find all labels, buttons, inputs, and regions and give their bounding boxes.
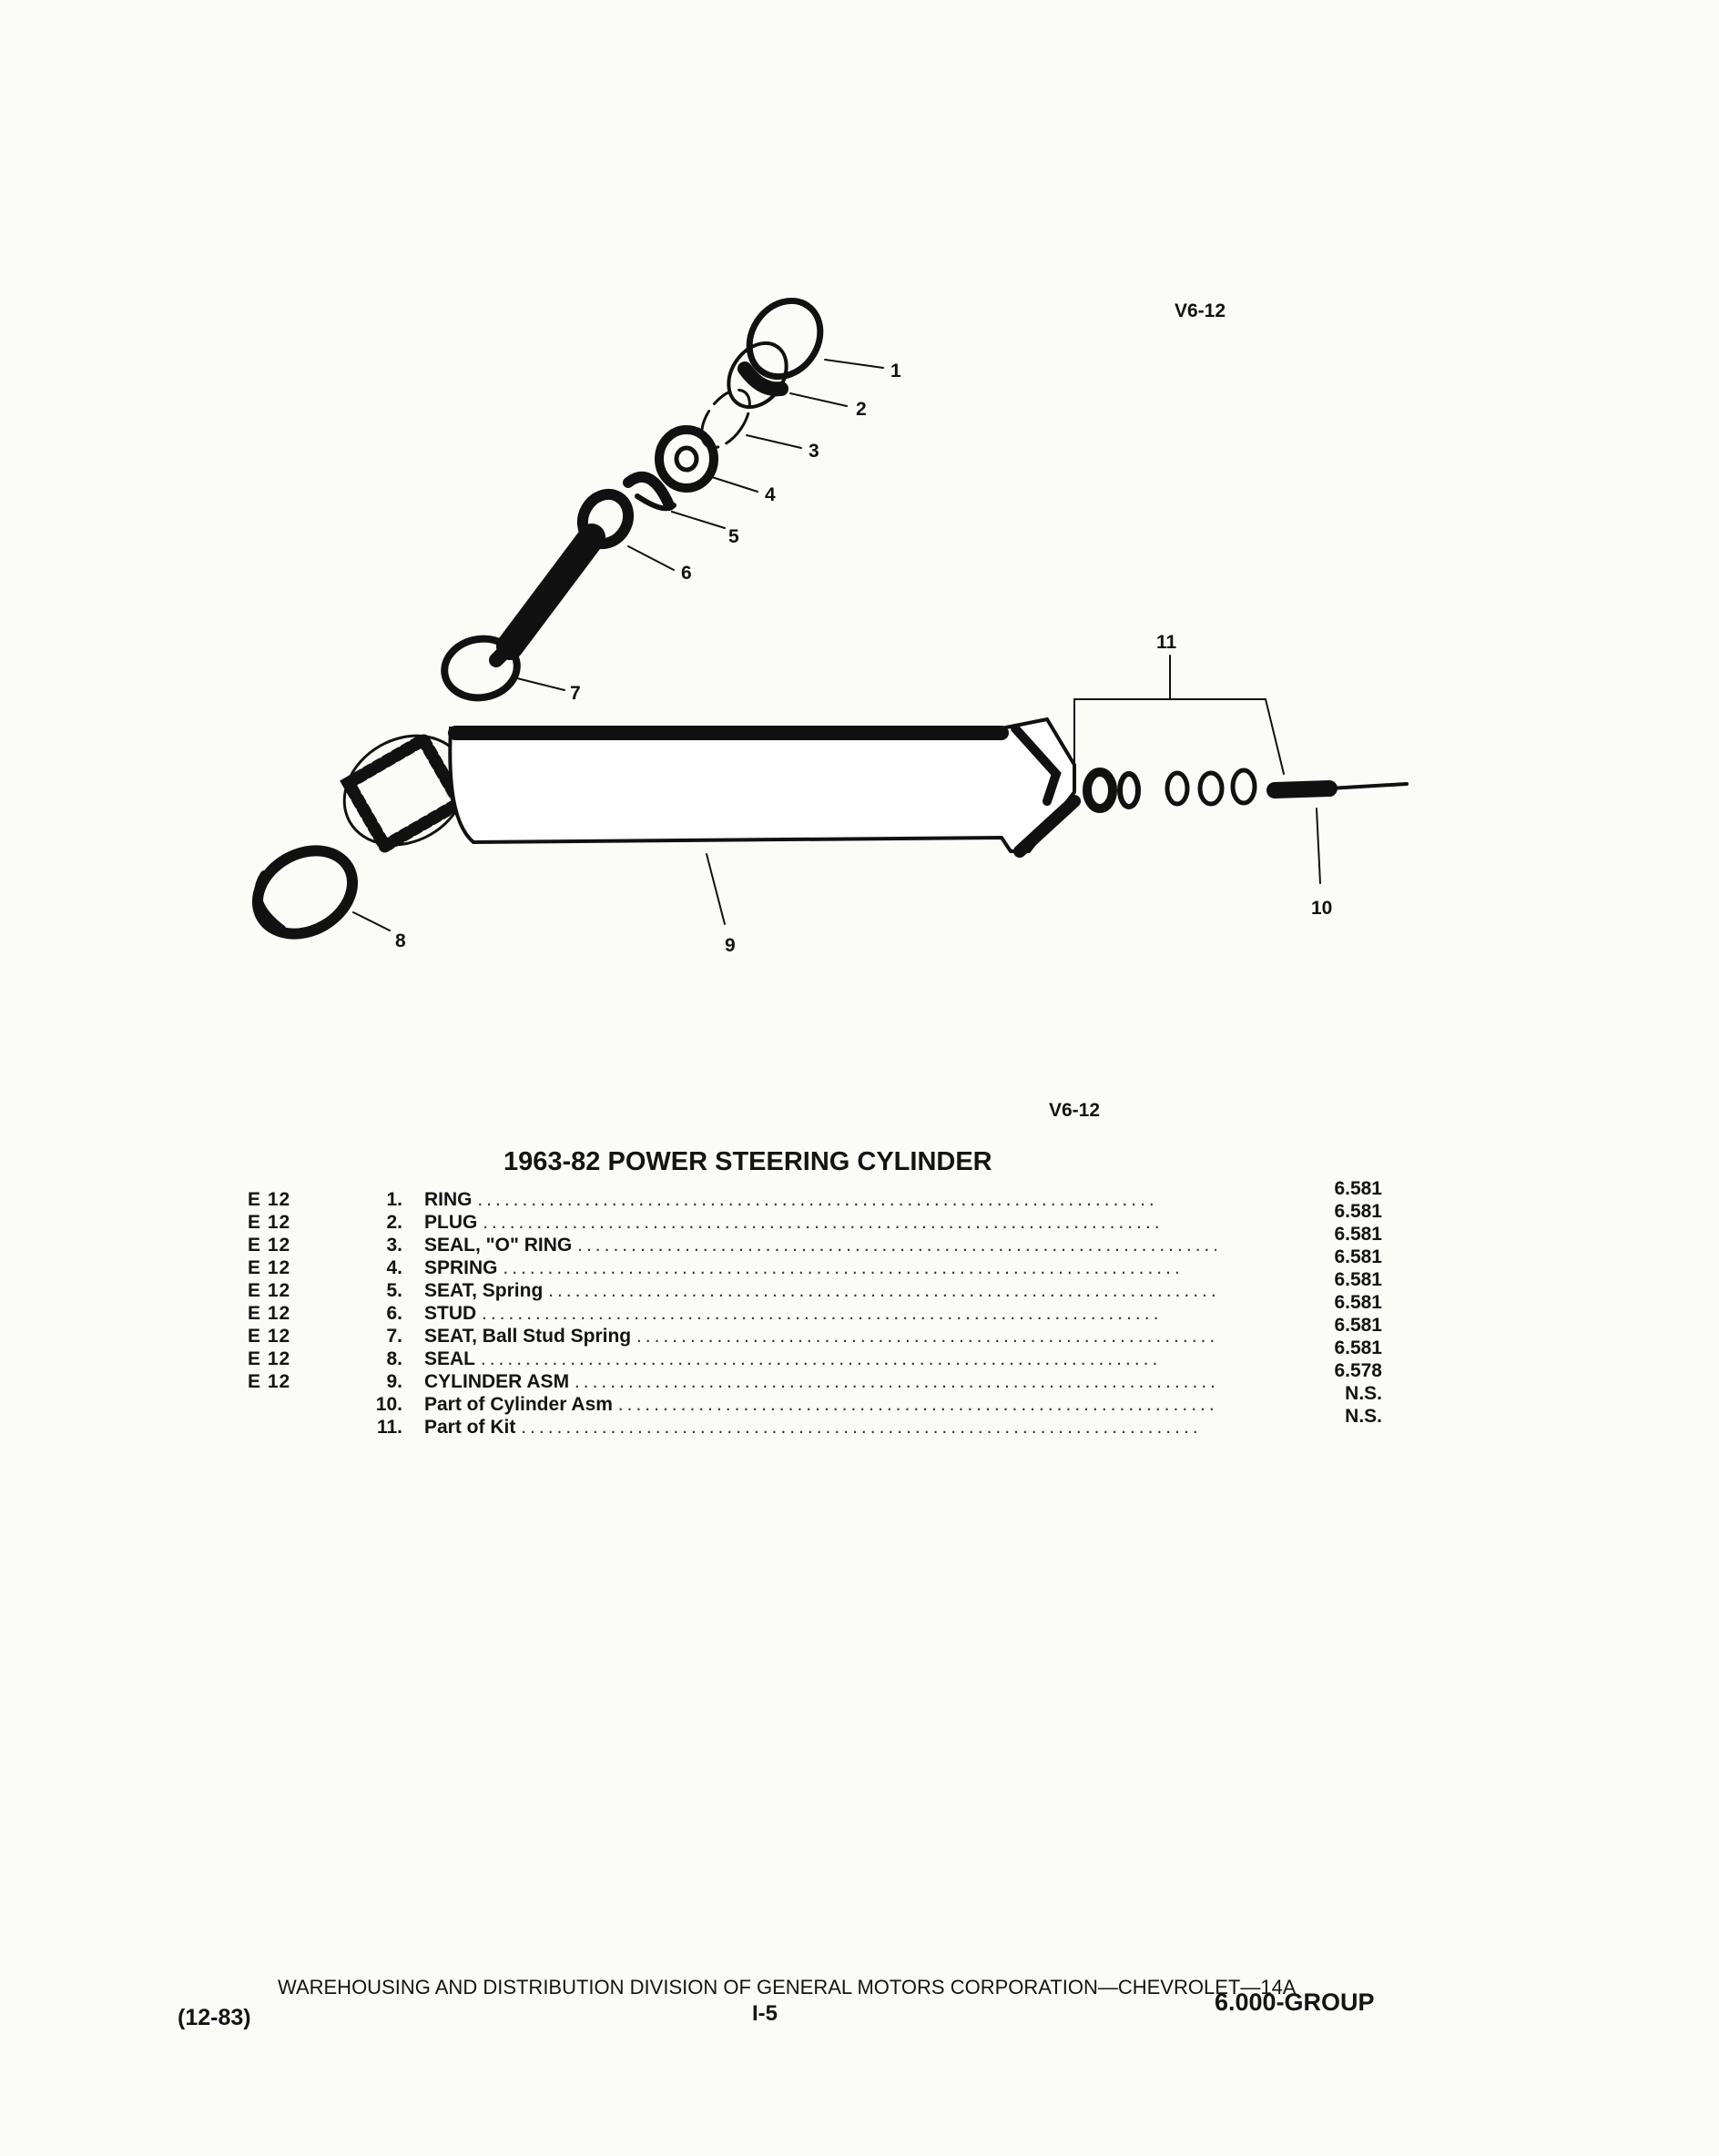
- catalog-code: E 12: [248, 1348, 291, 1369]
- callout-3: 3: [809, 441, 819, 462]
- catalog-code: E 12: [248, 1280, 291, 1301]
- figure-ref-label: V6-12: [1175, 300, 1226, 321]
- callout-4: 4: [765, 484, 776, 505]
- item-number: 4.: [386, 1257, 402, 1278]
- exploded-view-illustration: V6-12 1 2 3 4 5 6 7 8 9 10 11: [251, 297, 1409, 956]
- part-name: SEAL: [424, 1348, 476, 1369]
- footer-page-number: I-5: [752, 2001, 778, 2026]
- footer-division: WAREHOUSING AND DISTRIBUTION DIVISION OF…: [278, 1976, 1297, 1998]
- callout-8: 8: [395, 931, 406, 951]
- part-name: SEAL, "O" RING: [424, 1235, 573, 1256]
- part-name: Part of Kit: [424, 1417, 516, 1438]
- item-number: 10.: [375, 1394, 402, 1415]
- part-name: STUD: [424, 1303, 477, 1324]
- catalog-code: E 12: [248, 1303, 291, 1324]
- footer-date: (12-83): [178, 2005, 251, 2030]
- group-number: 6.581: [1334, 1201, 1382, 1222]
- part-name: SEAT, Spring: [424, 1280, 544, 1301]
- callout-10: 10: [1311, 898, 1332, 919]
- group-number: 6.581: [1334, 1292, 1382, 1313]
- group-number: 6.581: [1334, 1315, 1382, 1336]
- group-number: 6.581: [1334, 1337, 1382, 1358]
- callout-7: 7: [570, 683, 581, 704]
- footer-group: 6.000-GROUP: [1215, 1988, 1375, 2016]
- group-number: N.S.: [1345, 1406, 1382, 1427]
- part-name: RING: [424, 1189, 473, 1210]
- item-number: 6.: [386, 1303, 402, 1324]
- callout-6: 6: [681, 563, 692, 584]
- catalog-code: E 12: [248, 1326, 291, 1347]
- item-number: 8.: [386, 1348, 402, 1369]
- part-name: Part of Cylinder Asm: [424, 1394, 613, 1415]
- group-number: N.S.: [1345, 1383, 1382, 1404]
- item-number: 2.: [386, 1212, 402, 1233]
- group-number: 6.581: [1334, 1246, 1382, 1267]
- catalog-code: E 12: [248, 1212, 291, 1233]
- item-number: 11.: [376, 1417, 402, 1438]
- group-number: 6.581: [1334, 1224, 1382, 1245]
- item-number: 5.: [386, 1280, 402, 1301]
- part-name: SEAT, Ball Stud Spring: [424, 1326, 632, 1347]
- callout-5: 5: [728, 526, 739, 547]
- catalog-code: E 12: [248, 1235, 291, 1256]
- item-number: 9.: [386, 1371, 402, 1392]
- part-name: PLUG: [424, 1212, 478, 1233]
- part-name: SPRING: [424, 1257, 498, 1278]
- item-number: 1.: [386, 1189, 402, 1210]
- item-number: 7.: [386, 1326, 402, 1347]
- group-number: 6.578: [1334, 1360, 1382, 1381]
- section-title: 1963-82 POWER STEERING CYLINDER: [503, 1147, 992, 1176]
- catalog-code: E 12: [248, 1257, 291, 1278]
- group-number: 6.581: [1334, 1178, 1382, 1199]
- catalog-code: E 12: [248, 1371, 291, 1392]
- callout-9: 9: [725, 935, 736, 956]
- callout-11: 11: [1156, 632, 1177, 653]
- callout-1: 1: [890, 361, 901, 381]
- group-number: 6.581: [1334, 1269, 1382, 1290]
- catalog-code: E 12: [248, 1189, 291, 1210]
- callout-2: 2: [856, 399, 867, 420]
- item-number: 3.: [386, 1235, 402, 1256]
- part-name: CYLINDER ASM: [424, 1371, 570, 1392]
- section-ref: V6-12: [1049, 1100, 1101, 1121]
